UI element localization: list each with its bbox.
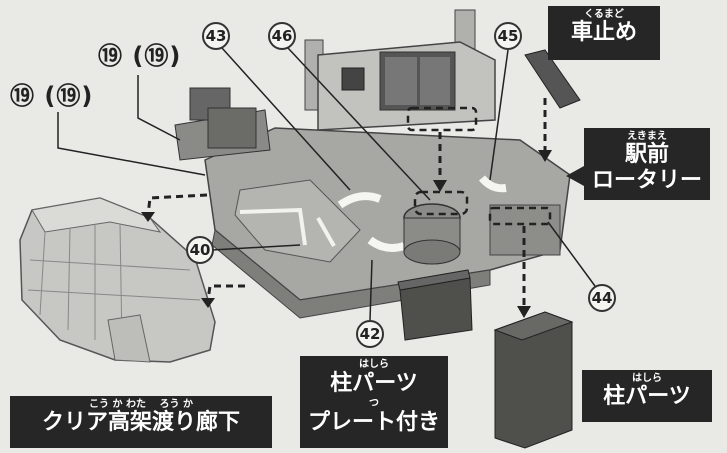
part-number-45: 45 <box>494 22 522 50</box>
part-number-42: 42 <box>356 320 384 348</box>
pillar-part <box>493 311 574 449</box>
part-number-46: 46 <box>268 22 296 50</box>
callout-pillar-parts: はしら 柱パーツ <box>582 370 712 422</box>
part-number-44: 44 <box>588 284 616 312</box>
pillar-part-with-plate <box>397 269 473 341</box>
part-number-43: 43 <box>202 22 230 50</box>
part-number-19a: ⑲ (⑲) <box>98 42 182 70</box>
bench-parts <box>174 87 271 161</box>
arrow-heads <box>141 150 552 318</box>
callout-station-rotary: えきまえ 駅前 ロータリー <box>584 128 710 200</box>
clear-walkway-part <box>19 197 216 363</box>
car-stop-part <box>524 49 581 109</box>
callout-tail <box>566 166 584 186</box>
station-building <box>304 9 496 131</box>
rotary-base-plate <box>204 127 571 319</box>
callout-pillar-parts-with-plate: はしら 柱パーツ つ プレート付き <box>300 356 448 448</box>
dashed-arrows <box>146 98 547 308</box>
dashed-highlights <box>406 106 552 226</box>
callout-car-stop: くるまど 車止め <box>548 6 660 60</box>
callout-clear-walkway: こう か わた ろう か クリア高架渡り廊下 <box>10 396 272 448</box>
part-number-19b: ⑲ (⑲) <box>10 82 94 110</box>
leader-lines <box>57 47 596 321</box>
part-number-40: 40 <box>186 236 214 264</box>
